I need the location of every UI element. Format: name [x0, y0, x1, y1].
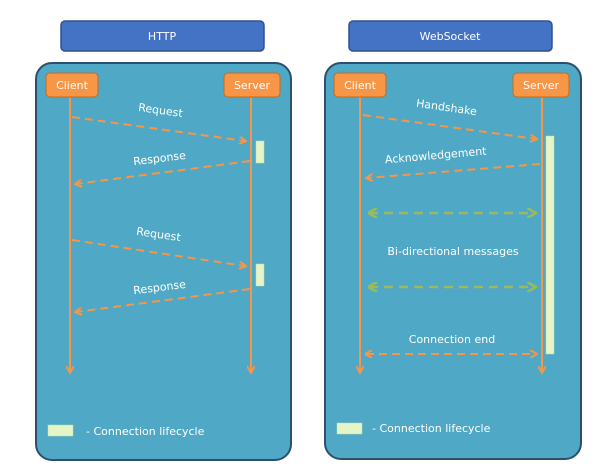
websocket-server-box — [512, 72, 570, 98]
http-response-label-1: Response — [133, 149, 187, 168]
websocket-lifecycle-bar — [545, 135, 555, 355]
http-response-label-2: Response — [133, 278, 187, 297]
websocket-acknowledgement-arrow — [367, 163, 541, 178]
websocket-section: WebSocket Client Server Handshake Acknow… — [324, 20, 582, 460]
http-lifecycle-bar-2 — [255, 263, 265, 287]
http-lifecycle-bar-1 — [255, 140, 265, 164]
http-client-label: Client — [56, 79, 89, 92]
http-title: HTTP — [148, 30, 177, 43]
http-server-box — [223, 72, 281, 98]
http-legend-swatch — [47, 424, 74, 437]
websocket-bidirectional-label: Bi-directional messages — [387, 245, 519, 258]
websocket-panel — [324, 62, 582, 460]
websocket-title: WebSocket — [420, 30, 481, 43]
websocket-title-box — [348, 20, 553, 52]
http-request-label-1: Request — [137, 101, 184, 120]
http-request-arrow-1 — [71, 116, 245, 141]
http-panel — [35, 62, 292, 461]
websocket-client-label: Client — [344, 79, 377, 92]
http-response-arrow-1 — [76, 160, 251, 184]
http-response-arrow-2 — [76, 288, 251, 312]
websocket-connection-end-label: Connection end — [409, 333, 495, 346]
http-client-box — [45, 72, 99, 98]
websocket-handshake-arrow — [362, 114, 536, 139]
http-server-label: Server — [234, 79, 271, 92]
http-request-label-2: Request — [135, 225, 182, 244]
http-section: HTTP Client Server Request Response Requ… — [35, 20, 292, 461]
websocket-legend-swatch — [336, 422, 363, 435]
http-request-arrow-2 — [71, 239, 245, 266]
websocket-server-label: Server — [523, 79, 560, 92]
http-legend-label: - Connection lifecycle — [86, 425, 205, 438]
http-title-box — [60, 20, 265, 52]
websocket-client-box — [333, 72, 387, 98]
websocket-legend-label: - Connection lifecycle — [372, 422, 491, 435]
